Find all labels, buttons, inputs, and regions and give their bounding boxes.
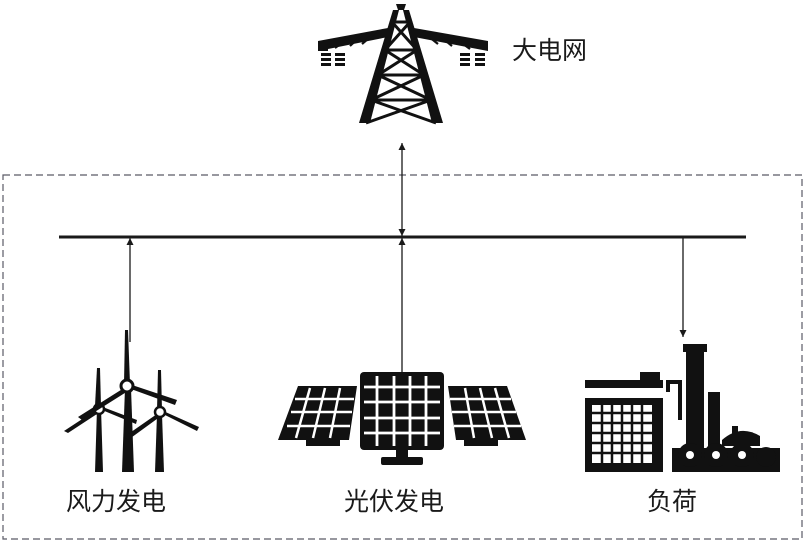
- transmission-tower-icon: [318, 4, 488, 125]
- wind-power-label: 风力发电: [66, 487, 167, 516]
- solar-panel-icon: [278, 372, 526, 465]
- factory-icon: [585, 344, 780, 472]
- pv-power-label: 光伏发电: [344, 487, 445, 516]
- load-label: 负荷: [647, 487, 698, 516]
- wind-turbine-icon: [64, 330, 199, 472]
- grid-label: 大电网: [512, 36, 588, 65]
